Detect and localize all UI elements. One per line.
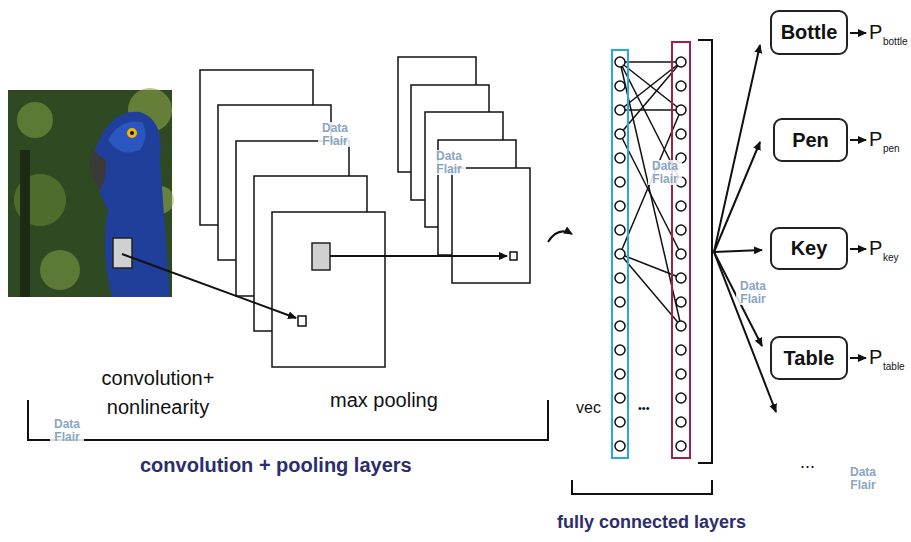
neuron bbox=[615, 249, 625, 259]
layer-label: max pooling bbox=[330, 388, 438, 412]
neuron bbox=[615, 57, 625, 67]
neuron bbox=[676, 369, 686, 379]
neuron bbox=[615, 393, 625, 403]
probability-subscript: table bbox=[883, 361, 905, 373]
vector-label: vec bbox=[576, 398, 601, 417]
watermark: Data Flair bbox=[846, 466, 880, 491]
neuron bbox=[615, 321, 625, 331]
neuron bbox=[615, 129, 625, 139]
neuron bbox=[615, 153, 625, 163]
probability-symbol: P bbox=[869, 345, 882, 369]
neuron bbox=[676, 345, 686, 355]
class-name: Key bbox=[791, 237, 828, 260]
probability-subscript: pen bbox=[883, 143, 900, 155]
watermark: Data Flair bbox=[318, 122, 352, 147]
probability-subscript: key bbox=[883, 252, 899, 264]
ellipsis: ••• bbox=[638, 402, 650, 415]
parrot-photo bbox=[8, 88, 174, 297]
neuron bbox=[615, 273, 625, 283]
layer-label: convolution+ nonlinearity bbox=[88, 364, 228, 422]
pooled-maps bbox=[398, 57, 530, 283]
neuron bbox=[676, 57, 686, 67]
neuron bbox=[676, 321, 686, 331]
neuron bbox=[676, 105, 686, 115]
neuron bbox=[615, 441, 625, 451]
group-label: convolution + pooling layers bbox=[140, 453, 412, 477]
class-name: Pen bbox=[792, 129, 829, 152]
class-box: Pen bbox=[773, 118, 848, 162]
probability-subscript: bottle bbox=[883, 36, 907, 48]
neuron bbox=[676, 201, 686, 211]
neuron bbox=[615, 297, 625, 307]
probability-symbol: P bbox=[869, 236, 882, 260]
output-arrows bbox=[714, 33, 866, 412]
neuron bbox=[676, 393, 686, 403]
feature-maps bbox=[200, 70, 385, 367]
neuron bbox=[615, 417, 625, 427]
neuron bbox=[676, 81, 686, 91]
neuron bbox=[676, 441, 686, 451]
neuron bbox=[676, 417, 686, 427]
class-box: Key bbox=[770, 227, 848, 270]
watermark: Data Flair bbox=[432, 150, 466, 175]
neuron bbox=[676, 225, 686, 235]
neuron bbox=[676, 249, 686, 259]
neuron bbox=[615, 225, 625, 235]
neuron bbox=[615, 177, 625, 187]
neuron bbox=[615, 345, 625, 355]
neuron bbox=[676, 297, 686, 307]
neuron bbox=[676, 129, 686, 139]
class-name: Table bbox=[784, 347, 835, 370]
class-box: Bottle bbox=[770, 10, 848, 55]
neuron bbox=[676, 273, 686, 283]
class-name: Bottle bbox=[781, 21, 838, 44]
watermark: Data Flair bbox=[648, 160, 682, 185]
probability-symbol: P bbox=[869, 127, 882, 151]
watermark: Data Flair bbox=[736, 280, 770, 305]
fc-bracket bbox=[572, 480, 712, 494]
neuron bbox=[615, 201, 625, 211]
ellipsis: ... bbox=[800, 452, 815, 474]
neuron bbox=[615, 105, 625, 115]
watermark: Data Flair bbox=[50, 418, 84, 443]
conv-bracket bbox=[28, 400, 548, 440]
neuron bbox=[615, 81, 625, 91]
probability-symbol: P bbox=[869, 20, 882, 44]
class-box: Table bbox=[770, 336, 848, 380]
group-label: fully connected layers bbox=[557, 512, 746, 534]
neuron bbox=[615, 369, 625, 379]
